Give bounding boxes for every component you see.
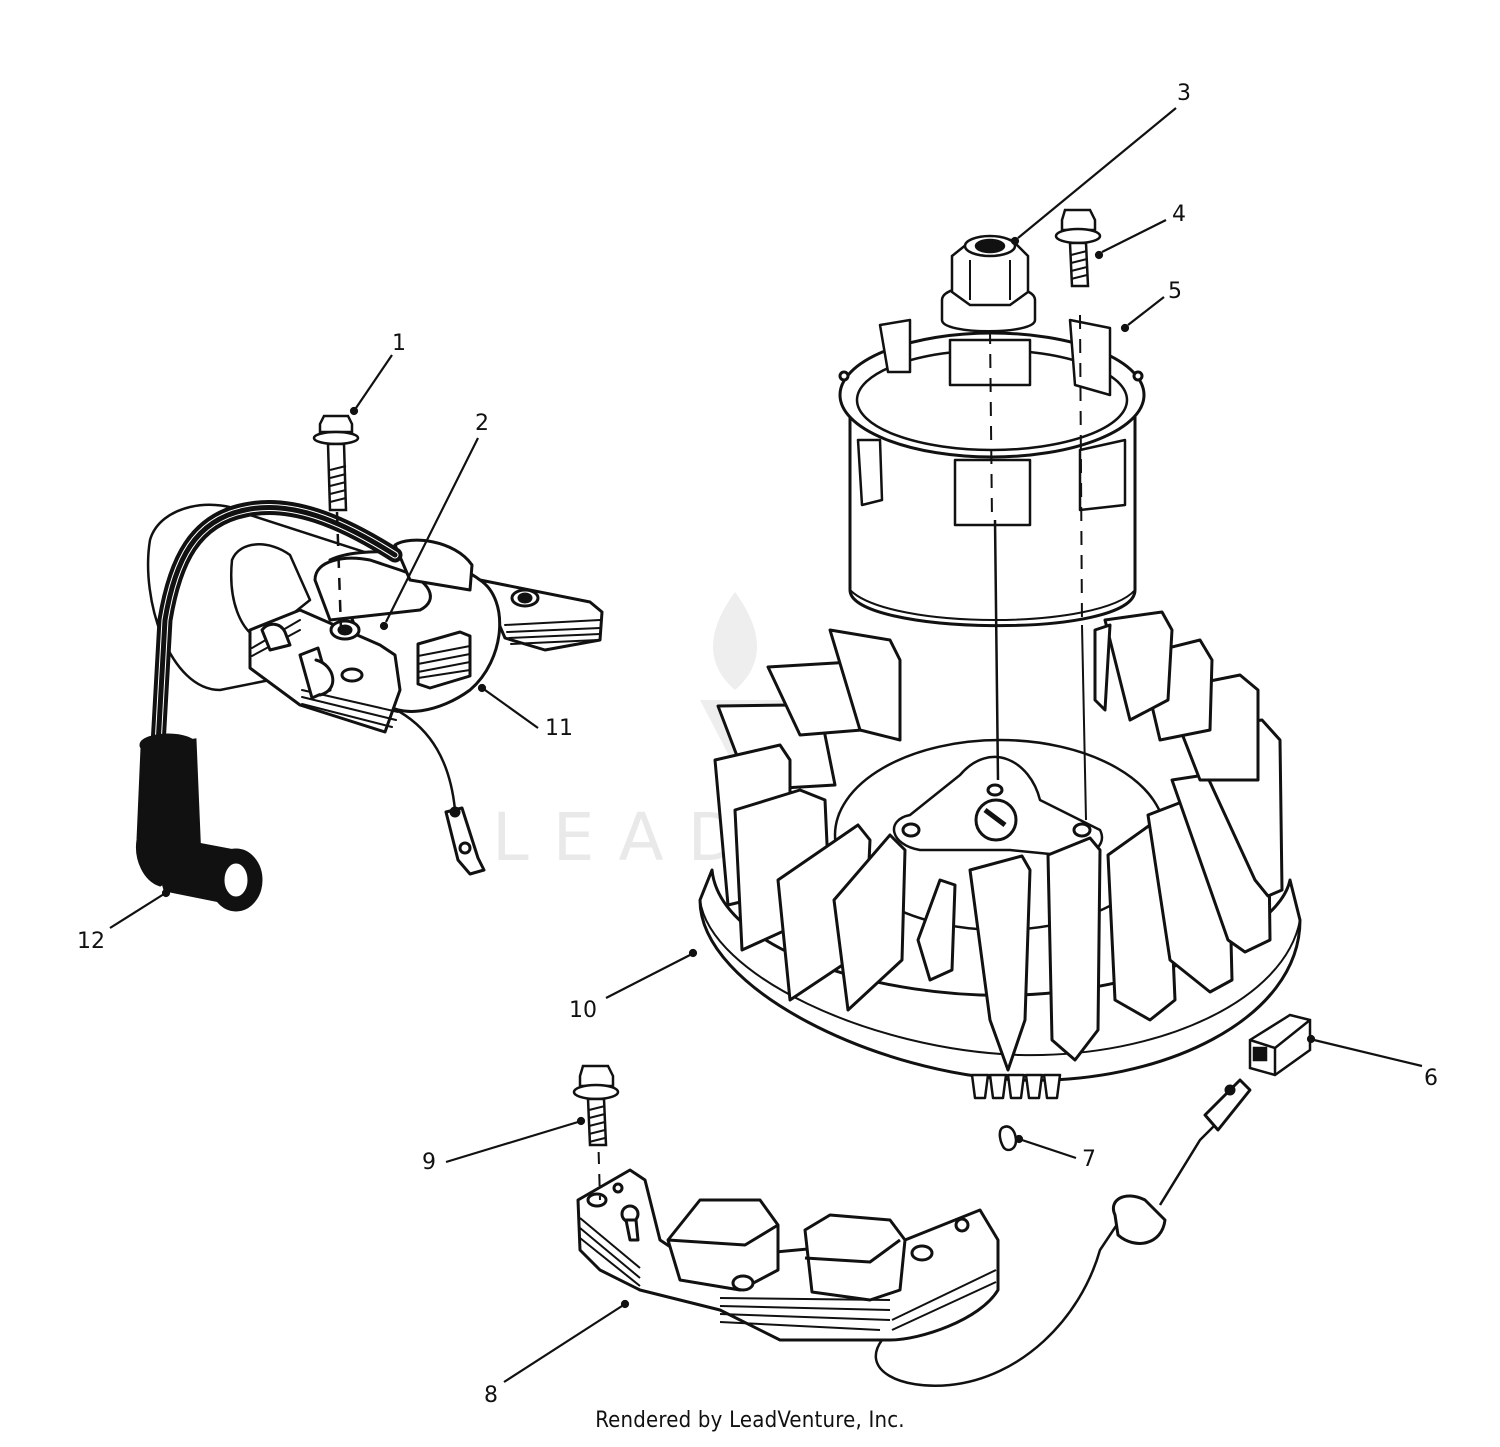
callout-4: 4 (1172, 202, 1186, 227)
callout-7: 7 (1082, 1147, 1096, 1172)
flywheel (698, 610, 1302, 1100)
leader-lines (109, 107, 1423, 1383)
ignition-coil-assembly (146, 499, 604, 876)
footer-credit: Rendered by LeadVenture, Inc. (595, 1408, 905, 1433)
flywheel-key (998, 1125, 1018, 1152)
callout-11: 11 (545, 716, 573, 741)
spark-plug-boot (135, 733, 263, 912)
callout-6: 6 (1424, 1066, 1438, 1091)
callout-8: 8 (484, 1383, 498, 1408)
grass-screen (838, 314, 1146, 821)
bolt-9 (572, 1064, 620, 1147)
bolt-1 (312, 414, 360, 631)
callout-5: 5 (1168, 279, 1182, 304)
bolt-4 (1054, 208, 1102, 288)
flywheel-nut (940, 234, 1037, 781)
callout-10: 10 (569, 998, 597, 1023)
callout-12: 12 (77, 929, 105, 954)
callout-1: 1 (392, 331, 406, 356)
connector (1248, 1013, 1312, 1077)
callout-9: 9 (422, 1150, 436, 1175)
stator (576, 1078, 1252, 1387)
callout-3: 3 (1177, 81, 1191, 106)
callout-labels: 1 2 3 4 5 6 7 8 9 10 11 12 (77, 81, 1438, 1408)
callout-2: 2 (475, 411, 489, 436)
